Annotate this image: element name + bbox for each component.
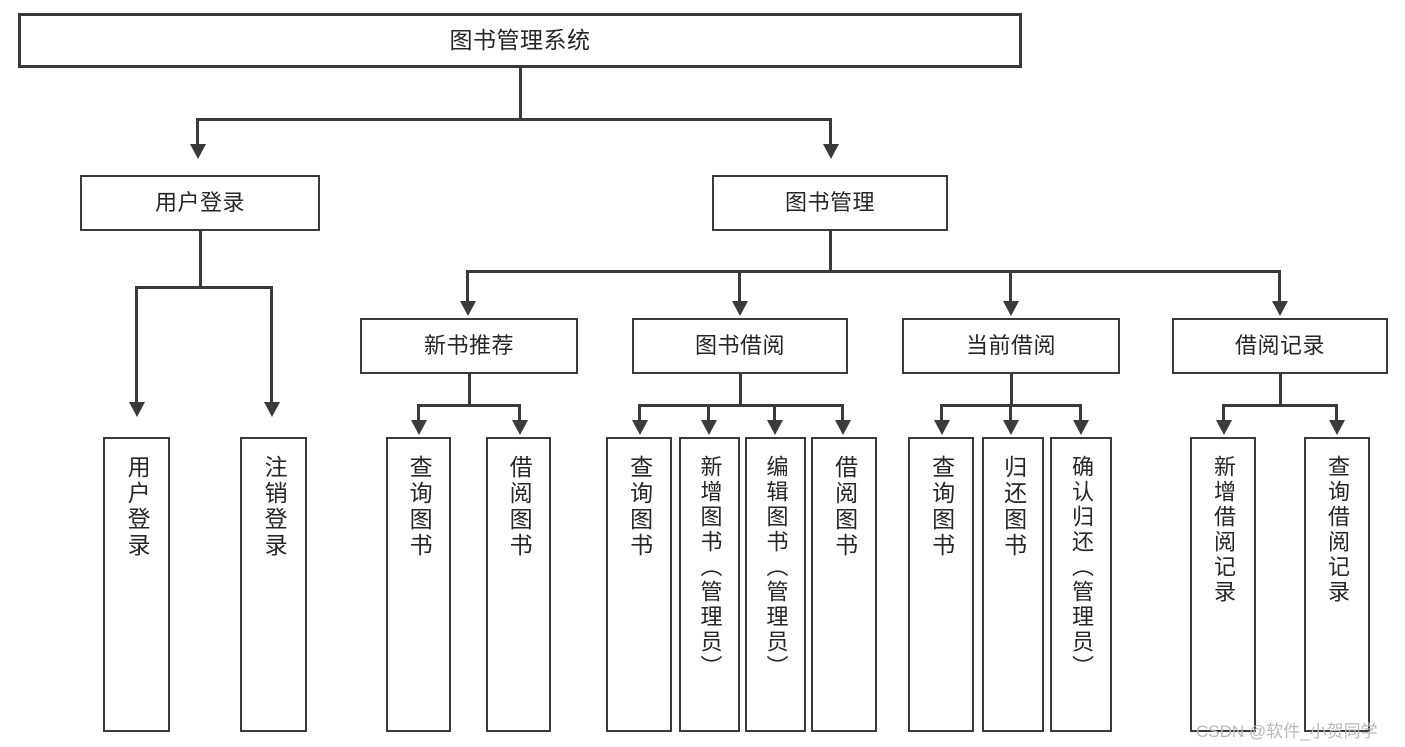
arrowhead-leaf-query-book-2	[631, 420, 648, 435]
arrowhead-book-borrow	[731, 301, 748, 316]
edge-bus-to-new-book	[466, 270, 469, 303]
node-borrow-record[interactable]: 借阅记录	[1172, 318, 1388, 374]
edge-bus-to-current-borrow	[1009, 270, 1012, 303]
edge-borrow-record-bus	[1222, 404, 1338, 407]
node-label: 注销登录	[261, 455, 288, 559]
leaf-add-borrow-record[interactable]: 新增借阅记录	[1190, 437, 1256, 732]
node-label: 新增借阅记录	[1210, 455, 1236, 605]
node-label: 借阅图书	[831, 455, 858, 559]
leaf-query-borrow-record[interactable]: 查询借阅记录	[1304, 437, 1370, 732]
arrowhead-leaf-return-book	[1002, 420, 1019, 435]
edge-bus-to-borrow-record	[1278, 270, 1281, 303]
node-book-management[interactable]: 图书管理	[712, 175, 948, 231]
node-label: 查询图书	[928, 455, 955, 559]
edge-book-borrow-leaf-4	[841, 404, 844, 422]
arrowhead-leaf-add-record	[1215, 420, 1232, 435]
leaf-edit-book[interactable]: 编辑图书（管理员）	[745, 437, 806, 732]
node-label: 编辑图书（管理员）	[763, 455, 789, 680]
edge-borrow-record-leaf-1	[1222, 404, 1225, 422]
edge-new-book-down	[467, 374, 471, 407]
arrowhead-leaf-borrow-book-1	[511, 420, 528, 435]
edge-new-book-bus	[417, 404, 521, 407]
node-user-login[interactable]: 用户登录	[80, 175, 320, 231]
leaf-borrow-book[interactable]: 借阅图书	[811, 437, 877, 732]
node-label: 图书借阅	[694, 333, 785, 359]
edge-book-manage-down	[828, 231, 832, 272]
arrowhead-leaf-query-book-3	[933, 420, 950, 435]
edge-new-book-leaf-1	[417, 404, 420, 422]
leaf-query-book-borrow[interactable]: 查询图书	[606, 437, 672, 732]
edge-bus-to-book-borrow	[738, 270, 741, 303]
edge-user-login-bus	[135, 286, 273, 289]
node-label: 图书管理	[784, 190, 875, 216]
node-label: 查询借阅记录	[1324, 455, 1350, 605]
edge-current-borrow-leaf-2	[1009, 404, 1012, 422]
edge-root-down	[518, 68, 522, 120]
node-current-borrow[interactable]: 当前借阅	[902, 318, 1120, 374]
node-label: 查询图书	[626, 455, 653, 559]
leaf-borrow-book-recommend[interactable]: 借阅图书	[486, 437, 551, 732]
edge-new-book-leaf-2	[518, 404, 521, 422]
leaf-user-login[interactable]: 用户登录	[103, 437, 170, 732]
edge-book-borrow-leaf-2	[707, 404, 710, 422]
leaf-return-book[interactable]: 归还图书	[982, 437, 1044, 732]
leaf-query-book-recommend[interactable]: 查询图书	[386, 437, 451, 732]
edge-borrow-record-leaf-2	[1335, 404, 1338, 422]
edge-book-borrow-down	[738, 374, 742, 407]
node-label: 查询图书	[406, 455, 433, 559]
edge-bus-to-user-login	[196, 118, 199, 146]
edge-book-borrow-leaf-1	[638, 404, 641, 422]
leaf-add-book[interactable]: 新增图书（管理员）	[679, 437, 740, 732]
node-label: 用户登录	[154, 190, 245, 216]
edge-book-borrow-leaf-3	[773, 404, 776, 422]
arrowhead-leaf-edit-book	[766, 420, 783, 435]
arrowhead-book-manage	[822, 144, 839, 159]
arrowhead-leaf-user-login	[128, 402, 145, 417]
leaf-logout[interactable]: 注销登录	[240, 437, 307, 732]
edge-current-borrow-leaf-3	[1079, 404, 1082, 422]
edge-user-login-down	[198, 231, 202, 288]
node-label: 新书推荐	[423, 333, 514, 359]
arrowhead-current-borrow	[1002, 301, 1019, 316]
leaf-query-book-current[interactable]: 查询图书	[908, 437, 974, 732]
edge-level2-bus	[196, 118, 832, 121]
edge-user-login-leaf-2	[270, 286, 273, 404]
node-label: 图书管理系统	[449, 27, 591, 54]
node-root-system[interactable]: 图书管理系统	[18, 13, 1022, 68]
arrowhead-leaf-query-book-1	[410, 420, 427, 435]
node-label: 借阅记录	[1234, 333, 1325, 359]
node-new-book-recommend[interactable]: 新书推荐	[360, 318, 578, 374]
node-label: 归还图书	[1000, 455, 1027, 559]
node-label: 借阅图书	[506, 455, 533, 559]
node-label: 用户登录	[124, 455, 151, 559]
edge-level3-bus	[466, 270, 1280, 273]
leaf-confirm-return[interactable]: 确认归还（管理员）	[1050, 437, 1112, 732]
edge-user-login-leaf-1	[135, 286, 138, 404]
arrowhead-leaf-query-record	[1328, 420, 1345, 435]
arrowhead-new-book	[459, 301, 476, 316]
edge-bus-to-book-manage	[829, 118, 832, 146]
node-label: 新增图书（管理员）	[697, 455, 723, 680]
arrowhead-leaf-borrow-book-2	[834, 420, 851, 435]
arrowhead-leaf-logout	[263, 402, 280, 417]
node-book-borrow[interactable]: 图书借阅	[632, 318, 848, 374]
arrowhead-leaf-confirm-return	[1072, 420, 1089, 435]
node-label: 确认归还（管理员）	[1068, 455, 1094, 680]
arrowhead-user-login	[189, 144, 206, 159]
csdn-watermark: CSDN @软件_小贺同学	[1196, 722, 1378, 741]
edge-borrow-record-down	[1278, 374, 1282, 407]
arrowhead-leaf-add-book	[700, 420, 717, 435]
edge-current-borrow-down	[1009, 374, 1013, 407]
edge-current-borrow-leaf-1	[940, 404, 943, 422]
arrowhead-borrow-record	[1271, 301, 1288, 316]
node-label: 当前借阅	[965, 333, 1056, 359]
edge-book-borrow-bus	[638, 404, 844, 407]
